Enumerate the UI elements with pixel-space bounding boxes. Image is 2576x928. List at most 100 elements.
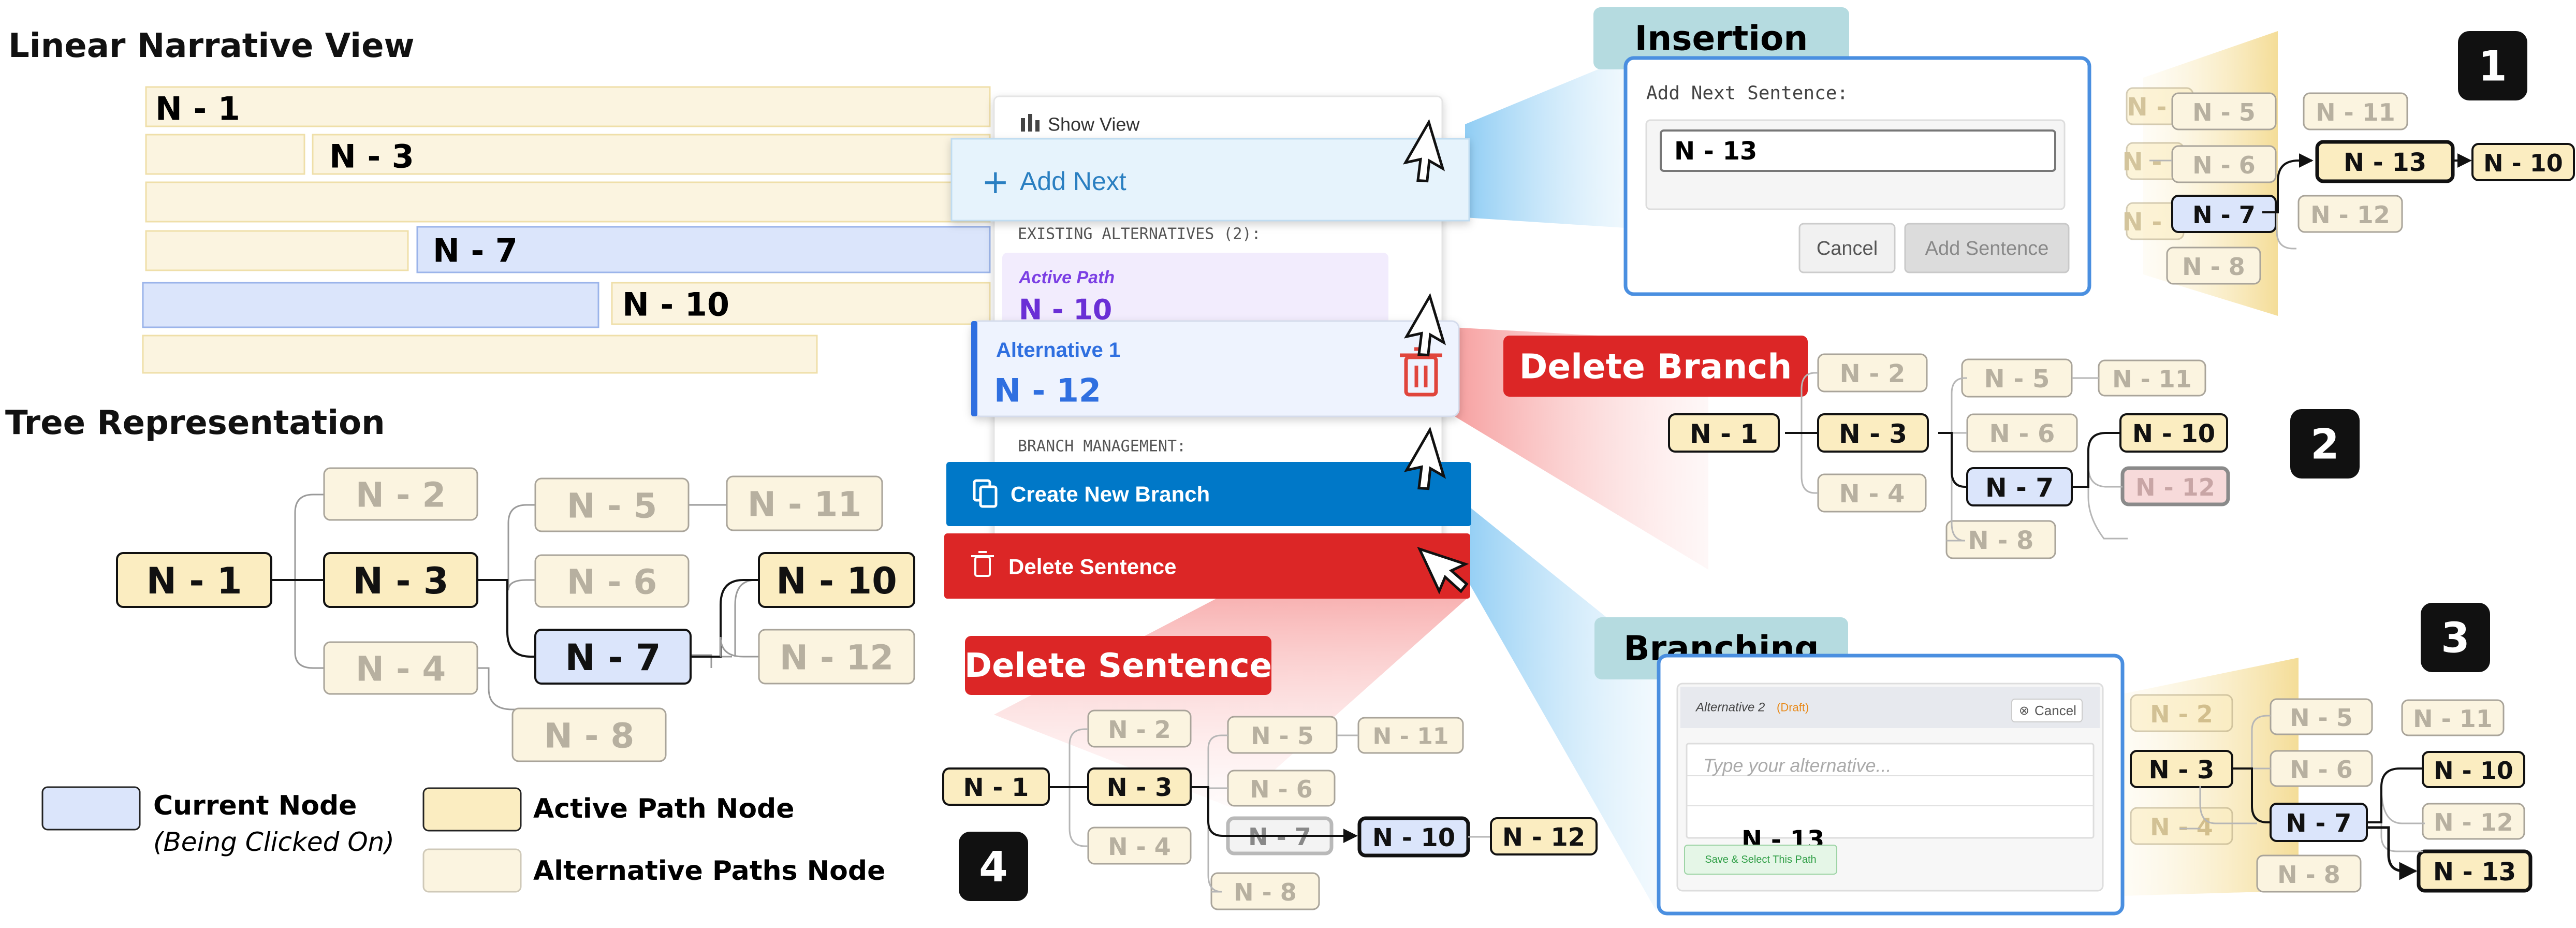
insertion-dialog-title: Add Next Sentence: bbox=[1646, 83, 1848, 104]
delete-sentence-button[interactable]: Delete Sentence bbox=[944, 533, 1470, 599]
t2-node-n-10: N - 10 bbox=[2119, 413, 2228, 453]
step-4-label: 4 bbox=[979, 843, 1008, 891]
node-box bbox=[2256, 854, 2362, 893]
branching-placeholder: Type your alternative... bbox=[1703, 755, 1892, 776]
show-view-row[interactable]: Show View bbox=[1021, 114, 1140, 135]
copy-icon bbox=[979, 485, 998, 508]
insertion-add-button[interactable]: Add Sentence bbox=[1904, 223, 2070, 273]
node-label: N - 8 bbox=[1968, 526, 2034, 555]
delete-sentence-bg[interactable] bbox=[944, 533, 1470, 599]
step-2: 2 bbox=[2290, 409, 2360, 479]
branching-cancel-button[interactable]: ⊗ Cancel bbox=[2011, 699, 2083, 722]
delete-branch-badge-label: Delete Branch bbox=[1519, 347, 1792, 387]
plus-icon: + bbox=[982, 163, 1009, 201]
t2-node-n-6: N - 6 bbox=[1966, 413, 2078, 453]
t2-node-n-8: N - 8 bbox=[1945, 520, 2056, 559]
node-box bbox=[2315, 140, 2455, 183]
node-box bbox=[1490, 817, 1598, 856]
add-next-bg[interactable] bbox=[950, 138, 1470, 222]
create-branch-button[interactable]: Create New Branch bbox=[946, 462, 1471, 526]
show-view-label[interactable]: Show View bbox=[1048, 114, 1140, 135]
linear-bar bbox=[145, 230, 409, 271]
main-node-n-11: N - 11 bbox=[726, 475, 883, 531]
t3-node-n-7: N - 7 bbox=[2270, 803, 2368, 842]
node-label: N - 2 bbox=[1840, 359, 1906, 388]
t1-node-n-7: N - 7 bbox=[2171, 195, 2277, 233]
node-label: N - 3 bbox=[1107, 773, 1173, 802]
t1-node-n-10: N - 10 bbox=[2471, 143, 2575, 181]
add-next-label[interactable]: Add Next bbox=[1020, 167, 1126, 196]
insertion-cancel-button[interactable]: Cancel bbox=[1798, 223, 1896, 273]
tree-view-title: Tree Representation bbox=[5, 404, 385, 442]
insertion-input[interactable] bbox=[1660, 129, 2056, 172]
cursor-icon bbox=[1404, 293, 1446, 357]
node-label: N - 1 bbox=[146, 560, 242, 602]
t1-node-n-6: N - 6 bbox=[2171, 145, 2277, 183]
t4-node-n-8: N - 8 bbox=[1210, 872, 1320, 910]
delete-sentence-label[interactable]: Delete Sentence bbox=[1008, 555, 1176, 579]
node-label: N - 11 bbox=[748, 485, 861, 525]
node-label: N - 12 bbox=[2135, 473, 2215, 501]
active-path-card[interactable] bbox=[1002, 253, 1388, 325]
node-label: N - 11 bbox=[2112, 365, 2192, 393]
node-label: N - 5 bbox=[2290, 704, 2353, 732]
node-label: N - 8 bbox=[2182, 253, 2245, 281]
node-label: N - 2 bbox=[1108, 716, 1171, 744]
tree-edge bbox=[477, 654, 712, 711]
t4-node-n-10: N - 10 bbox=[1357, 816, 1470, 858]
tree2-edges bbox=[1785, 372, 2128, 542]
alternative-1-card[interactable]: Alternative 1 N - 12 bbox=[971, 320, 1460, 417]
tree-edge-active bbox=[691, 579, 759, 658]
add-next-button[interactable]: + Add Next bbox=[950, 138, 1470, 222]
node-label: N - 10 bbox=[2483, 149, 2563, 177]
t2-node-n-12: N - 12 bbox=[2120, 466, 2230, 506]
branching-cancel-label[interactable]: Cancel bbox=[2035, 703, 2076, 718]
node-box bbox=[534, 554, 690, 608]
node-label: N - 2 bbox=[2150, 700, 2213, 728]
legend-current-sub: (Being Clicked On) bbox=[153, 827, 394, 857]
node-label: N - 4 bbox=[356, 649, 446, 689]
linear-bar bbox=[611, 282, 991, 325]
t1-node-n-8: N - 8 bbox=[2166, 247, 2261, 285]
node-context-panel: Show View + Add Next EXISTING ALTERNATIV… bbox=[944, 95, 1471, 599]
delete-branch-badge bbox=[1503, 336, 1808, 397]
legend-alternative-label: Alternative Paths Node bbox=[533, 856, 885, 887]
branching-save-button[interactable]: Save & Select This Path bbox=[1684, 845, 1837, 875]
node-label: N - 1 bbox=[963, 773, 1029, 802]
node-box bbox=[2270, 698, 2373, 735]
linear-bar bbox=[145, 181, 991, 223]
linear-label-n10: N - 10 bbox=[622, 286, 729, 324]
node-label: N - 3 bbox=[1839, 419, 1907, 449]
node-label: N - 8 bbox=[2277, 861, 2340, 889]
insertion-dialog: Add Next Sentence: N - 13 Cancel Add Sen… bbox=[1623, 56, 2091, 296]
node-box bbox=[2130, 694, 2233, 732]
tree-edge bbox=[477, 504, 535, 581]
insertion-badge-label: Insertion bbox=[1635, 19, 1808, 59]
t2-node-n-3: N - 3 bbox=[1817, 413, 1929, 453]
t3-node-n-2: N - 2 bbox=[2130, 694, 2233, 732]
main-node-n-6: N - 6 bbox=[534, 554, 690, 608]
node-box bbox=[2303, 92, 2408, 130]
cursor-icon bbox=[1404, 426, 1446, 490]
node-box bbox=[2171, 145, 2277, 183]
node-label: N - 8 bbox=[544, 716, 635, 756]
insertion-cancel-label[interactable]: Cancel bbox=[1817, 238, 1878, 259]
tree-edge bbox=[2262, 211, 2296, 250]
insertion-add-label[interactable]: Add Sentence bbox=[1925, 238, 2049, 259]
linear-bar-current bbox=[416, 226, 991, 273]
node-label: N - 6 bbox=[2290, 756, 2353, 784]
t3-node-n-11: N - 11 bbox=[2401, 699, 2505, 736]
t2-node-n-11: N - 11 bbox=[2098, 359, 2206, 397]
create-branch-bg[interactable] bbox=[946, 462, 1471, 526]
linear-bar-current bbox=[142, 282, 599, 328]
tree-edge-active bbox=[1191, 786, 1358, 843]
existing-alternatives-heading: EXISTING ALTERNATIVES (2): bbox=[1018, 225, 1261, 243]
branching-save-label[interactable]: Save & Select This Path bbox=[1705, 854, 1816, 865]
branching-textarea[interactable] bbox=[1686, 743, 2095, 839]
t4-node-n-4: N - 4 bbox=[1087, 827, 1192, 865]
branching-alt-label: Alternative 2 bbox=[1695, 701, 1765, 715]
t4-node-n-2: N - 2 bbox=[1087, 709, 1192, 748]
create-branch-label[interactable]: Create New Branch bbox=[1011, 482, 1210, 506]
node-label: N - 3 bbox=[2149, 756, 2215, 785]
